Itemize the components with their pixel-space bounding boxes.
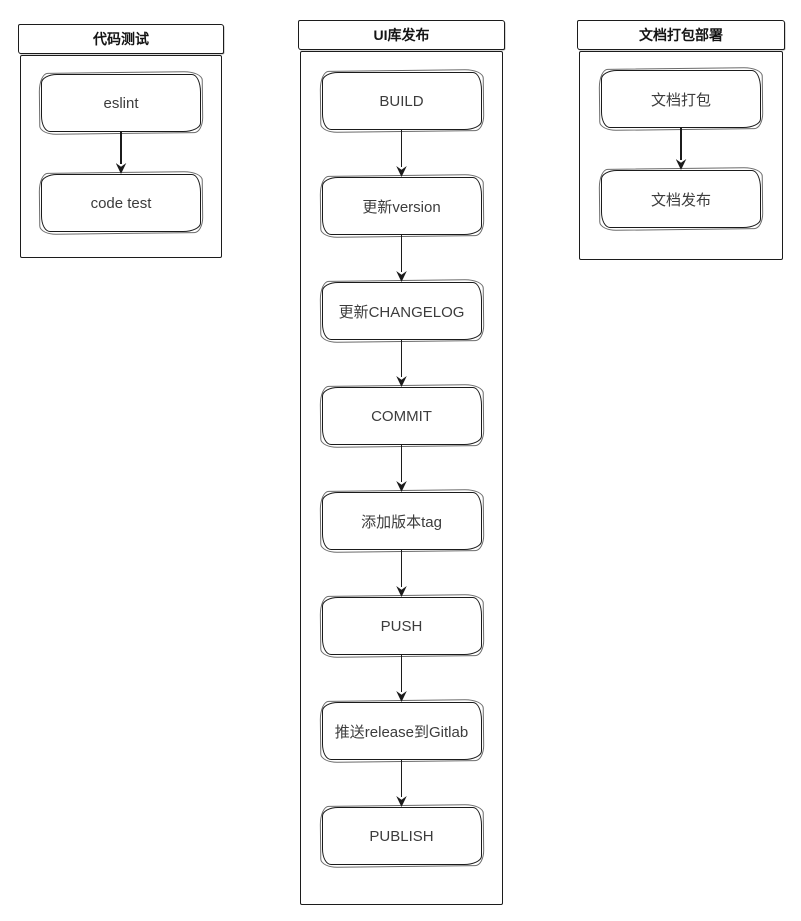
flow-arrow xyxy=(396,130,407,177)
flow-node-update-changelog: 更新CHANGELOG xyxy=(321,282,482,340)
node-label: 更新version xyxy=(362,198,441,216)
node-label: PUSH xyxy=(380,617,423,635)
node-label: eslint xyxy=(103,94,139,112)
container-body: 文档打包 文档发布 xyxy=(579,51,783,260)
arrow-shaft xyxy=(120,132,122,164)
node-label: 更新CHANGELOG xyxy=(338,303,465,321)
flow-arrow xyxy=(396,550,407,597)
flow-arrow xyxy=(396,445,407,492)
node-label: code test xyxy=(90,194,152,212)
node-label: 文档发布 xyxy=(650,191,711,209)
container-body: BUILD 更新version 更新CHANGELOG COMMIT xyxy=(300,51,503,905)
container-header: 代码测试 xyxy=(18,24,224,54)
container-title: 代码测试 xyxy=(93,31,149,47)
arrow-head-icon xyxy=(396,376,407,387)
node-label: COMMIT xyxy=(371,407,432,425)
container-code-test: 代码测试 eslint code test xyxy=(18,24,224,258)
node-label: BUILD xyxy=(379,92,424,110)
node-label: PUBLISH xyxy=(369,827,434,845)
arrow-head-icon xyxy=(115,163,127,174)
flow-node-publish: PUBLISH xyxy=(321,807,482,865)
flow-arrow xyxy=(396,340,407,387)
arrow-shaft xyxy=(680,128,682,160)
arrow-head-icon xyxy=(396,481,407,492)
container-header: 文档打包部署 xyxy=(577,20,785,50)
node-label: 文档打包 xyxy=(650,91,711,109)
flow-node-code-test: code test xyxy=(41,174,201,232)
flow-node-add-version-tag: 添加版本tag xyxy=(321,492,482,550)
arrow-head-icon xyxy=(675,159,687,170)
flow-arrow xyxy=(115,132,127,174)
arrow-shaft xyxy=(400,130,403,167)
arrow-head-icon xyxy=(396,166,407,177)
flow-node-build: BUILD xyxy=(321,72,482,130)
flow-node-doc-release: 文档发布 xyxy=(601,170,761,228)
node-label: 推送release到Gitlab xyxy=(334,723,469,741)
flow-arrow xyxy=(675,128,687,170)
flow-arrow xyxy=(396,235,407,282)
arrow-head-icon xyxy=(396,586,407,597)
arrow-shaft xyxy=(400,445,403,482)
flow-node-update-version: 更新version xyxy=(321,177,482,235)
arrow-shaft xyxy=(400,340,403,377)
flow-arrow xyxy=(396,655,407,702)
arrow-head-icon xyxy=(396,271,407,282)
arrow-shaft xyxy=(400,760,403,797)
container-body: eslint code test xyxy=(20,55,222,258)
flow-arrow xyxy=(396,760,407,807)
arrow-shaft xyxy=(400,655,403,692)
node-label: 添加版本tag xyxy=(361,513,442,531)
arrow-head-icon xyxy=(396,796,407,807)
container-doc-deploy: 文档打包部署 文档打包 文档发布 xyxy=(577,20,785,260)
arrow-shaft xyxy=(400,235,403,272)
container-ui-release: UI库发布 BUILD 更新version 更新CHANGELOG xyxy=(298,20,505,905)
container-title: 文档打包部署 xyxy=(639,27,723,43)
flow-node-eslint: eslint xyxy=(41,74,201,132)
flow-node-push-release-gitlab: 推送release到Gitlab xyxy=(321,702,482,760)
flow-node-push: PUSH xyxy=(321,597,482,655)
flow-node-doc-package: 文档打包 xyxy=(601,70,761,128)
container-header: UI库发布 xyxy=(298,20,505,50)
arrow-shaft xyxy=(400,550,403,587)
flow-node-commit: COMMIT xyxy=(321,387,482,445)
arrow-head-icon xyxy=(396,691,407,702)
container-title: UI库发布 xyxy=(373,27,430,43)
